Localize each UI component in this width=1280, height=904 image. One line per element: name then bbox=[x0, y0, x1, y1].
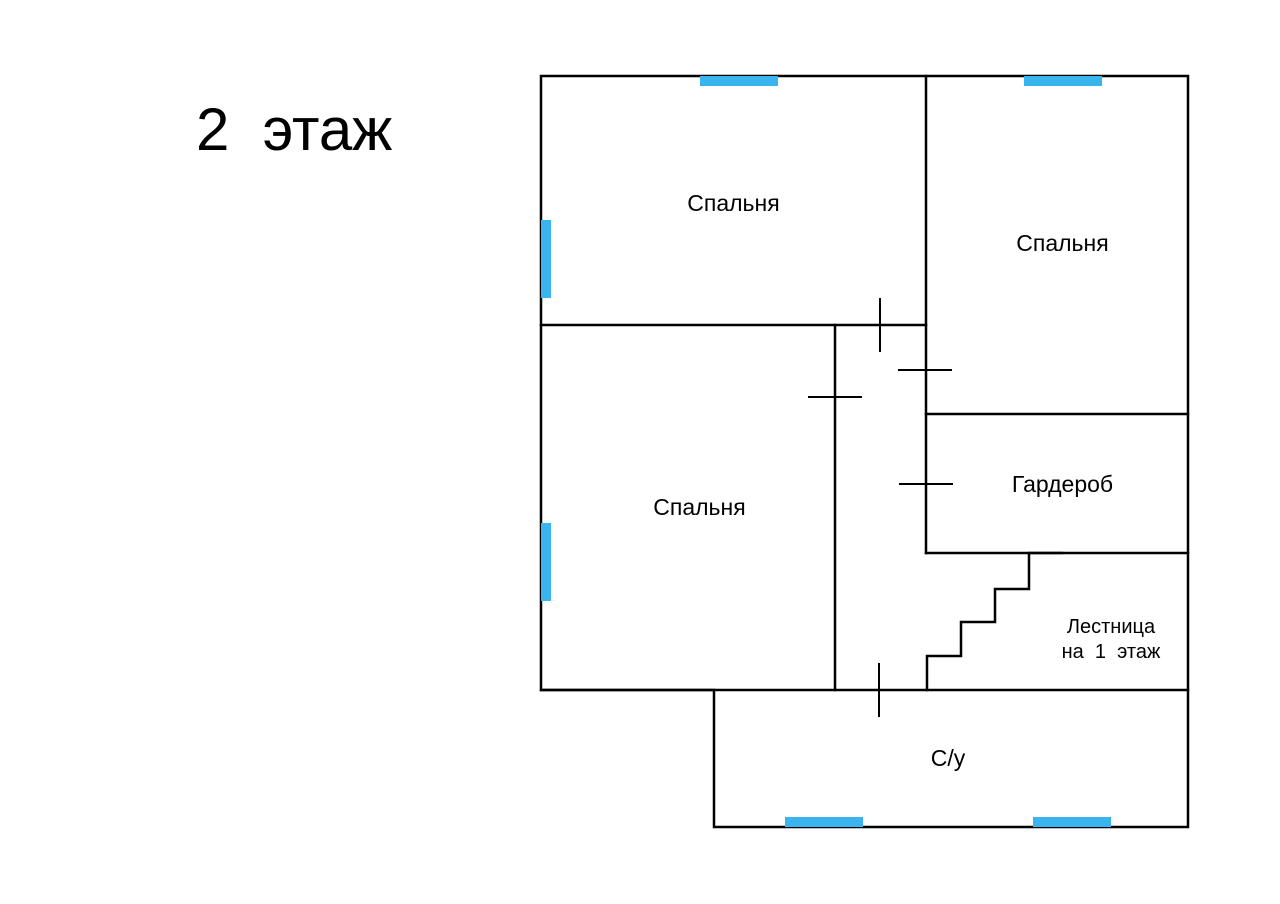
doors bbox=[808, 298, 953, 717]
room-label-stairs-line2: на 1 этаж bbox=[1061, 641, 1161, 663]
room-label-bedroom-top-left: Спальня bbox=[687, 190, 780, 216]
room-label-stairs-line1: Лестница bbox=[1066, 616, 1156, 638]
floor-title: 2 этаж bbox=[196, 96, 393, 163]
room-label-bedroom-top-right: Спальня bbox=[1016, 230, 1109, 256]
room-label-bedroom-middle: Спальня bbox=[653, 494, 746, 520]
room-label-wardrobe: Гардероб bbox=[1011, 471, 1114, 497]
interior-walls bbox=[539, 74, 1190, 692]
windows bbox=[541, 76, 1111, 827]
stairs-icon bbox=[925, 551, 1064, 692]
room-label-bathroom: С/у bbox=[930, 745, 966, 771]
outer-walls bbox=[539, 74, 1190, 829]
